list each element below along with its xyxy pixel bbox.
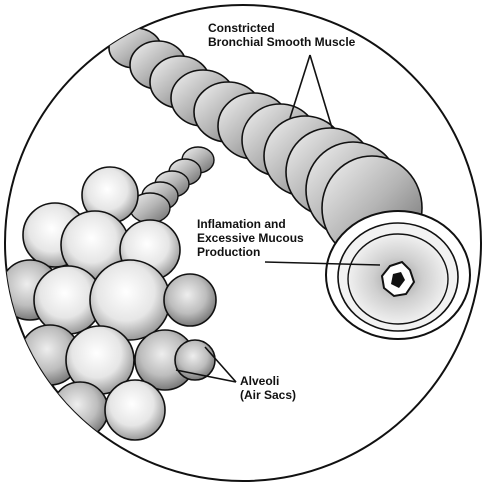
muscle-label-line1: Constricted — [208, 21, 355, 35]
muscle-label-line2: Bronchial Smooth Muscle — [208, 35, 355, 49]
alveoli-label-line1: Alveoli — [240, 374, 296, 388]
bronchus-cross-section — [326, 211, 470, 339]
alveoli-label: Alveoli (Air Sacs) — [240, 374, 296, 402]
inflammation-label: Inflamation and Excessive Mucous Product… — [197, 217, 304, 259]
inflammation-label-line2: Excessive Mucous — [197, 231, 304, 245]
inflammation-label-line1: Inflamation and — [197, 217, 304, 231]
inflammation-label-line3: Production — [197, 245, 304, 259]
muscle-label: Constricted Bronchial Smooth Muscle — [208, 21, 355, 49]
alveoli-label-line2: (Air Sacs) — [240, 388, 296, 402]
